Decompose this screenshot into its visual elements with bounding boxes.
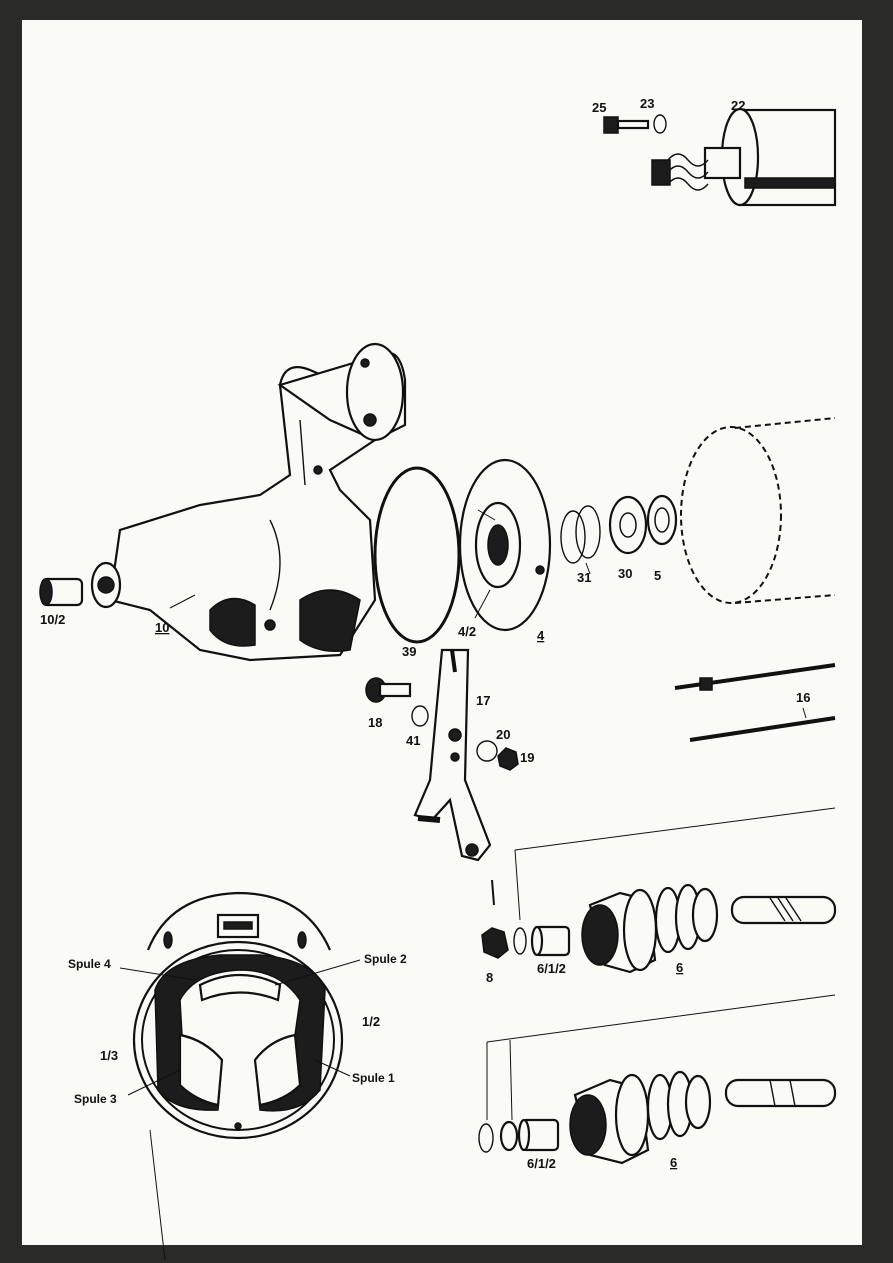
label-41: 41: [406, 733, 420, 748]
part-41-washer: [411, 705, 429, 727]
label-4-2: 4/2: [458, 624, 476, 639]
label-31: 31: [577, 570, 591, 585]
part-19-nut: [497, 747, 519, 771]
label-6-upper: 6: [676, 960, 683, 975]
pinion-assembly-upper: [481, 807, 837, 974]
label-39: 39: [402, 644, 416, 659]
label-spule-4: Spule 4: [68, 957, 111, 971]
part-30-tab-washer: [608, 495, 648, 555]
label-spule-2: Spule 2: [364, 952, 407, 966]
label-5: 5: [654, 568, 661, 583]
label-spule-1: Spule 1: [352, 1071, 395, 1085]
part-22-housing: [651, 107, 837, 207]
part-18-pivot-pin: [365, 677, 412, 703]
part-23-washer: [653, 114, 667, 134]
field-coil-yoke: [132, 891, 344, 1261]
label-19: 19: [520, 750, 534, 765]
label-1-3: 1/3: [100, 1048, 118, 1063]
label-23: 23: [640, 96, 654, 111]
label-6-1-2-lower: 6/1/2: [527, 1156, 556, 1171]
part-17-shift-fork: [413, 648, 492, 862]
part-10-2-bushing: [39, 577, 84, 607]
leader-lines: [119, 594, 361, 1096]
label-spule-3: Spule 3: [74, 1092, 117, 1106]
label-10: 10: [155, 620, 169, 635]
label-22: 22: [731, 98, 745, 113]
label-25: 25: [592, 100, 606, 115]
label-4: 4: [537, 628, 545, 643]
part-39-gasket-ring: [373, 466, 461, 644]
part-5-washer: [646, 494, 678, 546]
part-16-through-bolts: [674, 663, 836, 742]
label-10-2: 10/2: [40, 612, 65, 627]
part-10-end-housing: [108, 342, 407, 662]
label-20: 20: [496, 727, 510, 742]
part-31-spring: [560, 505, 601, 575]
pinion-assembly-lower: [478, 994, 837, 1165]
label-17: 17: [476, 693, 490, 708]
label-1-2: 1/2: [362, 1014, 380, 1029]
label-30: 30: [618, 566, 632, 581]
label-8: 8: [486, 970, 493, 985]
label-18: 18: [368, 715, 382, 730]
dashed-yoke-outline: [680, 417, 836, 604]
part-25-bolt: [603, 116, 650, 134]
part-20-washer: [476, 740, 498, 762]
part-4-end-plate: [458, 458, 552, 632]
part-10-bushing-nose: [90, 561, 122, 609]
label-16: 16: [796, 690, 810, 705]
label-6-1-2-upper: 6/1/2: [537, 961, 566, 976]
label-6-lower: 6: [670, 1155, 677, 1170]
